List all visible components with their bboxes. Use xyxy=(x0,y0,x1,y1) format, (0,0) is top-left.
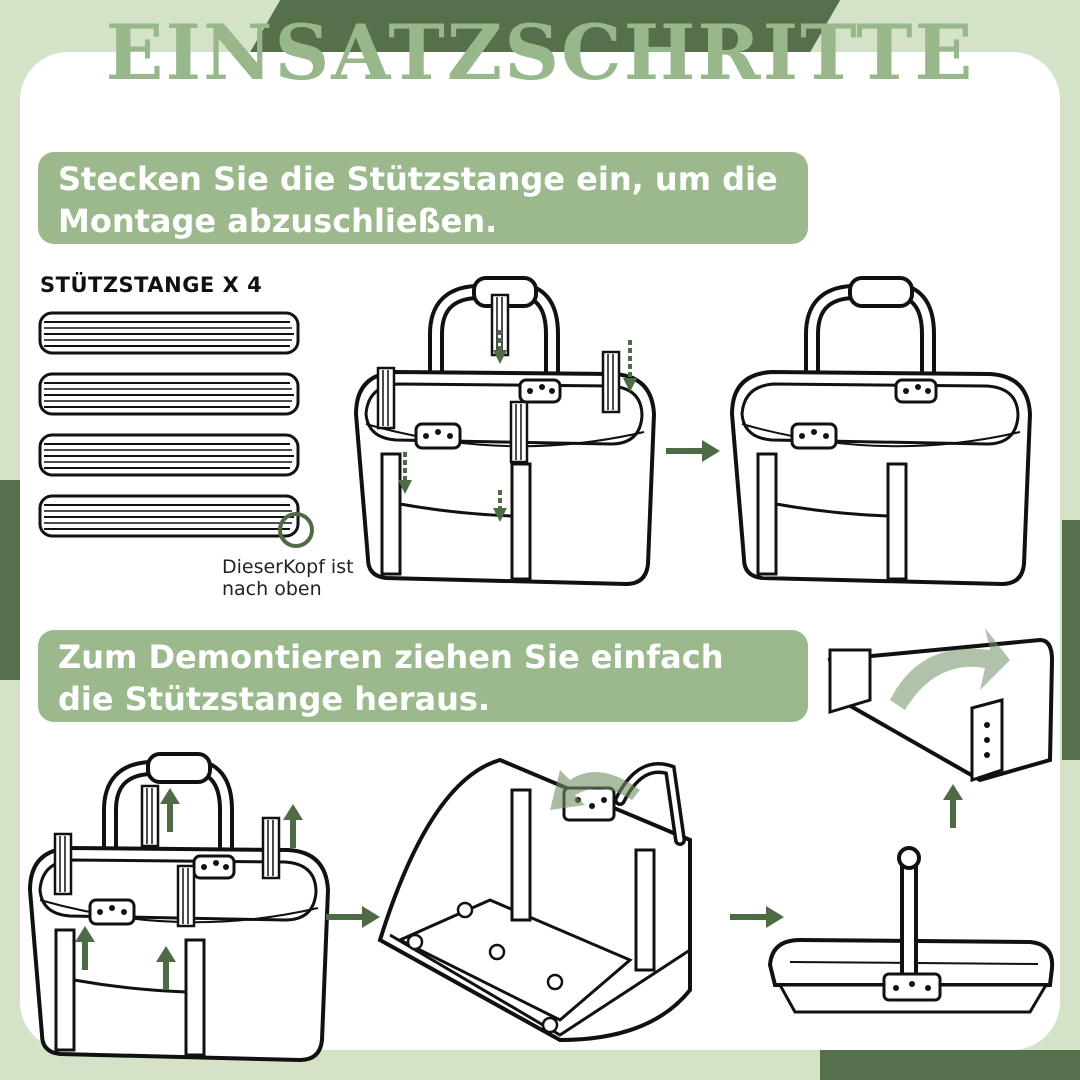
rod-insert-4 xyxy=(601,350,621,414)
arrow-right-icon xyxy=(730,906,784,928)
rod-insert-1 xyxy=(376,366,396,430)
rod-remove-1 xyxy=(53,832,73,896)
step1-banner: Stecken Sie die Stützstange ein, um die … xyxy=(38,152,808,244)
rods-label: STÜTZSTANGE X 4 xyxy=(40,273,263,297)
rod-remove-4 xyxy=(261,816,281,880)
arrow-up-icon xyxy=(943,784,963,828)
page-title: EINSATZSCHRITTE xyxy=(105,8,975,97)
bg-stripe-bottom xyxy=(820,1050,1080,1080)
arrow-up-icon xyxy=(160,788,180,832)
basket-collapsing-illustration xyxy=(377,757,692,1043)
step2-text: Zum Demontieren ziehen Sie einfach die S… xyxy=(58,638,724,718)
step2-banner: Zum Demontieren ziehen Sie einfach die S… xyxy=(38,630,808,722)
rod-head-note: DieserKopf ist nach oben xyxy=(222,556,354,600)
bg-stripe-right xyxy=(1062,520,1080,760)
rod-remove-2 xyxy=(176,864,196,928)
support-rod-4 xyxy=(38,494,300,538)
basket-folded-illustration xyxy=(827,628,1055,783)
rod-insert-2 xyxy=(509,400,529,464)
support-rod-1 xyxy=(38,311,300,355)
basket-flat-illustration xyxy=(767,846,1055,1014)
rod-head-note-line1: DieserKopf ist xyxy=(222,556,354,578)
step1-text: Stecken Sie die Stützstange ein, um die … xyxy=(58,160,778,240)
support-rod-2 xyxy=(38,372,300,416)
rod-head-note-line2: nach oben xyxy=(222,578,322,600)
rod-remove-3 xyxy=(140,784,160,848)
arrow-up-icon xyxy=(283,804,303,848)
arrow-right-icon xyxy=(326,906,380,928)
arrow-right-icon xyxy=(666,440,720,462)
support-rod-3 xyxy=(38,433,300,477)
basket-assembled xyxy=(732,278,1030,584)
rod-head-marker xyxy=(278,512,314,548)
